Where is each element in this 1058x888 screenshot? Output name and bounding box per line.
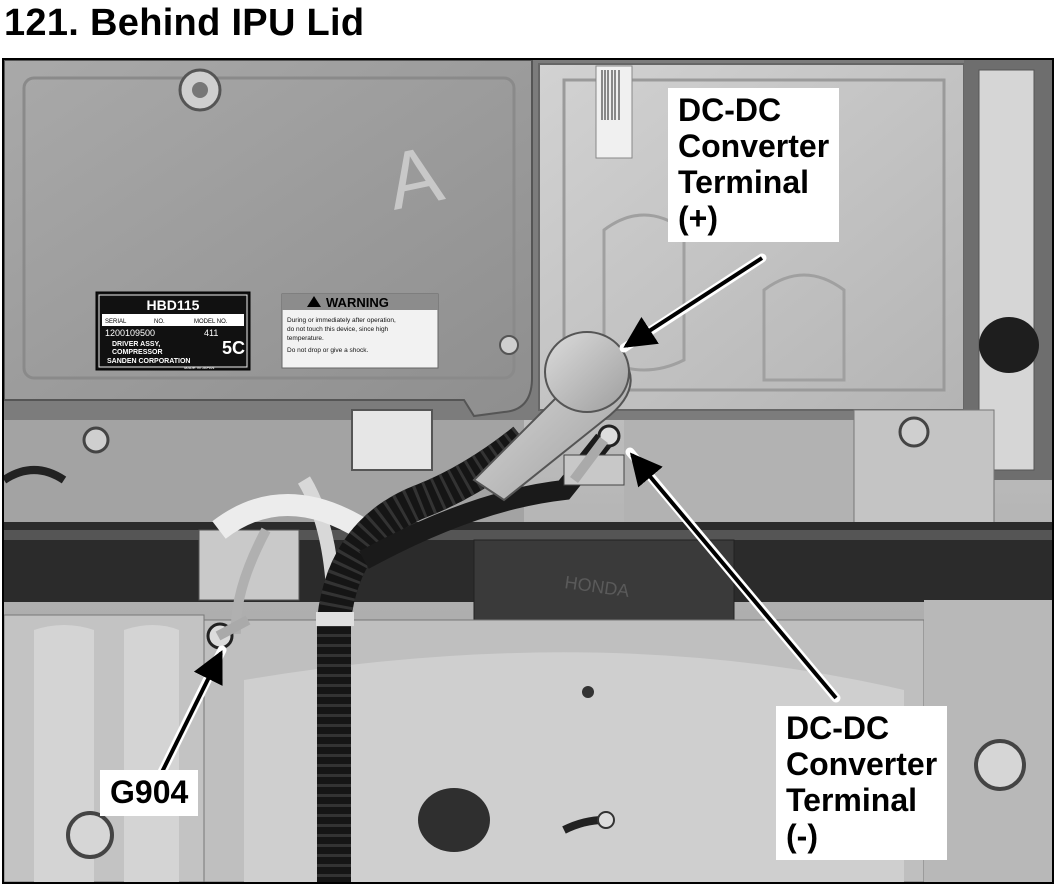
svg-text:do not touch this device, sinc: do not touch this device, since high xyxy=(287,326,389,333)
svg-text:WARNING: WARNING xyxy=(326,295,389,310)
svg-text:DRIVER ASSY,: DRIVER ASSY, xyxy=(112,341,160,348)
callout-positive-terminal: DC-DC Converter Terminal (+) xyxy=(668,88,840,242)
callout-negative-line-1: DC-DC xyxy=(786,710,890,746)
callout-negative-line-2: Converter xyxy=(786,746,938,782)
svg-text:MADE IN JAPAN: MADE IN JAPAN xyxy=(184,365,214,370)
svg-text:MODEL NO.: MODEL NO. xyxy=(194,319,228,325)
callout-ground-label: G904 xyxy=(110,774,189,810)
callout-positive-line-4: (+) xyxy=(678,200,718,236)
svg-text:During or immediately after op: During or immediately after operation, xyxy=(287,317,396,324)
callout-positive-line-3: Terminal xyxy=(678,164,809,200)
callout-negative-terminal: DC-DC Converter Terminal (-) xyxy=(776,706,948,860)
callout-ground-g904: G904 xyxy=(100,770,199,816)
svg-text:NO.: NO. xyxy=(154,319,165,325)
svg-text:411: 411 xyxy=(204,328,218,338)
svg-text:1200109500: 1200109500 xyxy=(105,328,155,338)
svg-text:5C: 5C xyxy=(222,338,245,358)
svg-text:SANDEN CORPORATION: SANDEN CORPORATION xyxy=(107,358,190,365)
callout-negative-line-3: Terminal xyxy=(786,782,917,818)
svg-text:Do not drop or give a shock.: Do not drop or give a shock. xyxy=(287,347,368,354)
callout-positive-line-2: Converter xyxy=(678,128,830,164)
svg-text:COMPRESSOR: COMPRESSOR xyxy=(112,349,163,356)
svg-text:temperature.: temperature. xyxy=(287,335,324,342)
warning-label: WARNING During or immediately after oper… xyxy=(281,293,439,369)
svg-text:SERIAL: SERIAL xyxy=(105,319,127,325)
hbd115-label: HBD115 SERIAL NO. MODEL NO. 1200109500 4… xyxy=(95,291,251,371)
callout-positive-line-1: DC-DC xyxy=(678,92,782,128)
svg-text:HBD115: HBD115 xyxy=(147,297,200,313)
callout-negative-line-4: (-) xyxy=(786,818,818,854)
page-title: 121. Behind IPU Lid xyxy=(4,2,365,44)
